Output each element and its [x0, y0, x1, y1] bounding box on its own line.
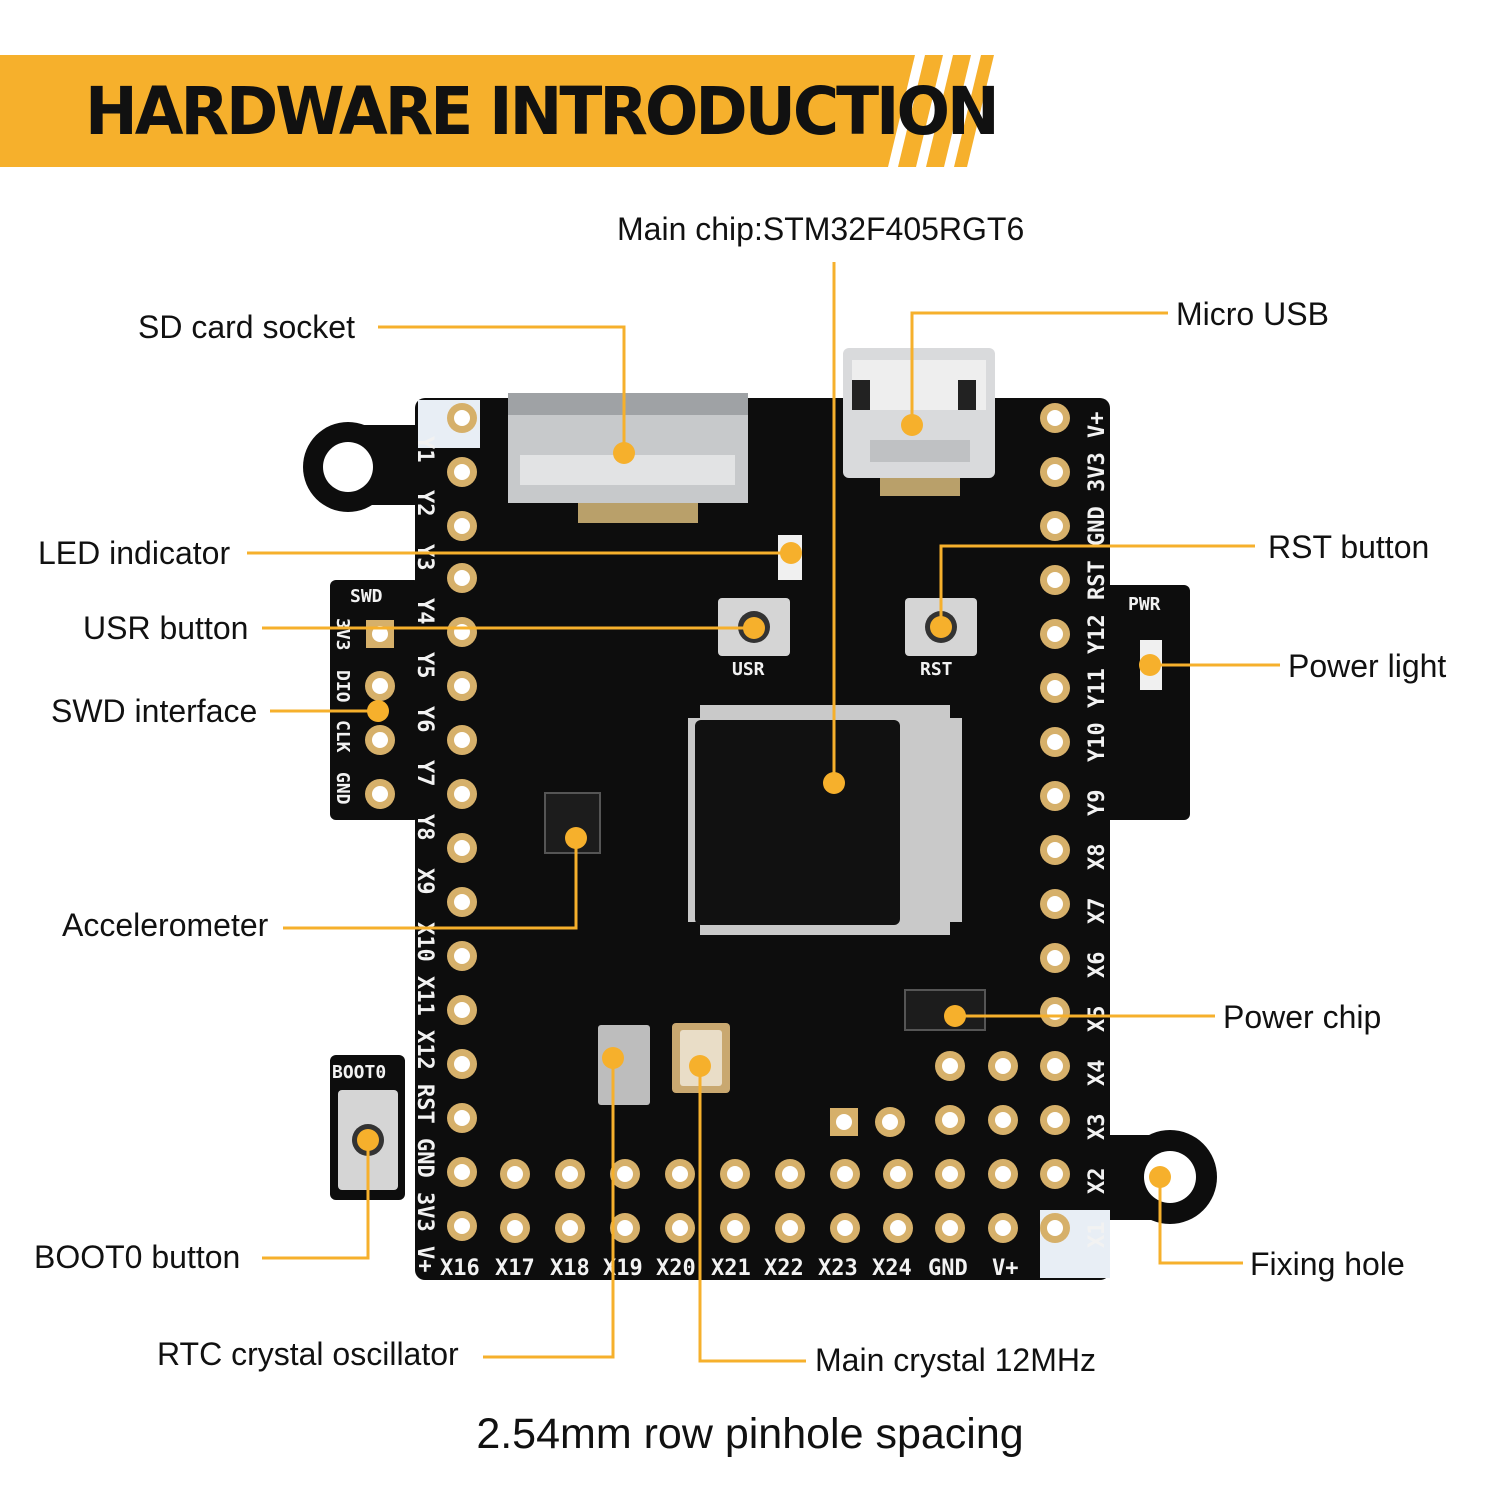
- label-accelerometer: Accelerometer: [62, 907, 269, 943]
- main-chip: [688, 705, 962, 935]
- pin-label: DIO: [332, 670, 353, 703]
- boot0-silk: BOOT0: [332, 1062, 386, 1083]
- pin-label: X20: [656, 1256, 696, 1281]
- power-chip-part: [904, 989, 986, 1031]
- label-usr-button: USR button: [83, 610, 249, 646]
- svg-text:SWD: SWD: [350, 586, 383, 607]
- pin-label: Y3: [412, 544, 437, 571]
- pin-label: X16: [440, 1256, 480, 1281]
- pin-label: 3V3: [332, 618, 353, 651]
- bottom-pin-labels: X16 X17 X18 X19 X20 X21 X22 X23 X24 GND …: [440, 1256, 1019, 1281]
- pin-label: X7: [1085, 898, 1110, 925]
- pin-label: Y10: [1085, 722, 1110, 762]
- label-led-indicator: LED indicator: [38, 535, 231, 571]
- pin-label: X8: [1085, 844, 1110, 871]
- pin-label: X3: [1085, 1114, 1110, 1141]
- pin-label: X21: [711, 1256, 751, 1281]
- leader-dots: [357, 414, 1171, 1188]
- pin-label: Y6: [412, 706, 437, 733]
- swd-pads: [365, 620, 395, 809]
- pin-label: X9: [412, 868, 437, 895]
- pwr-silk: PWR: [1128, 594, 1161, 615]
- pin-label: Y12: [1085, 614, 1110, 654]
- swd-silk: SWD 3V3 DIO CLK GND: [332, 586, 383, 805]
- pin-label: X22: [764, 1256, 804, 1281]
- pin-label: GND: [928, 1256, 968, 1281]
- label-power-chip: Power chip: [1223, 999, 1382, 1035]
- pin-label: Y9: [1085, 790, 1110, 817]
- label-swd-interface: SWD interface: [51, 693, 258, 729]
- sd-card-socket: [508, 393, 748, 523]
- rst-silk: RST: [920, 659, 953, 680]
- title-banner: [0, 55, 994, 167]
- pin-label: X12: [412, 1030, 437, 1070]
- pin-label: GND: [1085, 506, 1110, 546]
- pin-label: Y8: [412, 814, 437, 841]
- left-pin-labels: Y1 Y2 Y3 Y4 Y5 Y6 Y7 Y8 X9 X10 X11 X12 R…: [412, 436, 437, 1273]
- pin-label: X11: [412, 976, 437, 1016]
- pin-label: X23: [818, 1256, 858, 1281]
- label-main-crystal: Main crystal 12MHz: [815, 1342, 1096, 1378]
- pin-label: V+: [992, 1256, 1019, 1281]
- label-fixing-hole: Fixing hole: [1250, 1246, 1405, 1282]
- pin-label: X19: [603, 1256, 643, 1281]
- pin-label: GND: [412, 1138, 437, 1178]
- pin-label: X1: [1085, 1222, 1110, 1249]
- label-boot0-button: BOOT0 button: [34, 1239, 241, 1275]
- pin-label: 3V3: [412, 1192, 437, 1232]
- mounting-ear-top-left: [303, 422, 435, 512]
- pin-label: Y4: [412, 598, 437, 625]
- pin-label: CLK: [332, 720, 353, 753]
- micro-usb-connector: [843, 348, 995, 496]
- pin-label: 3V3: [1085, 452, 1110, 492]
- leader-lines: [247, 262, 1280, 1363]
- pin-label: Y1: [412, 436, 437, 463]
- pin-label: X2: [1085, 1168, 1110, 1195]
- pwr-tab: [1100, 585, 1190, 820]
- label-rst-button: RST button: [1268, 529, 1430, 565]
- pin-label: X4: [1085, 1060, 1110, 1087]
- bottom-header-pads: [500, 1051, 1018, 1243]
- pin-label: Y2: [412, 490, 437, 517]
- pin-label: X24: [872, 1256, 912, 1281]
- label-rtc-crystal: RTC crystal oscillator: [157, 1336, 459, 1372]
- label-micro-usb: Micro USB: [1176, 296, 1329, 332]
- pin-label: V+: [412, 1246, 437, 1273]
- label-main-chip: Main chip:STM32F405RGT6: [617, 211, 1025, 247]
- pin-label: GND: [332, 772, 353, 805]
- pin-label: X6: [1085, 952, 1110, 979]
- label-power-light: Power light: [1288, 648, 1447, 684]
- pin-label: X17: [495, 1256, 535, 1281]
- pin-label: V+: [1085, 412, 1110, 439]
- pin-label: Y11: [1085, 668, 1110, 708]
- pin-label: Y5: [412, 652, 437, 679]
- pin-label: X18: [550, 1256, 590, 1281]
- right-pin-labels: V+ 3V3 GND RST Y12 Y11 Y10 Y9 X8 X7 X6 X…: [1085, 412, 1110, 1249]
- label-sd-card-socket: SD card socket: [138, 309, 355, 345]
- pin-label: X5: [1085, 1006, 1110, 1033]
- pin-label: RST: [412, 1084, 437, 1124]
- pin-label: Y7: [412, 760, 437, 787]
- usr-silk: USR: [732, 659, 765, 680]
- rtc-crystal-part: [598, 1025, 650, 1105]
- pin-label: RST: [1085, 560, 1110, 600]
- banner-title: HARDWARE INTRODUCTION: [85, 73, 1000, 150]
- caption: 2.54mm row pinhole spacing: [476, 1410, 1024, 1458]
